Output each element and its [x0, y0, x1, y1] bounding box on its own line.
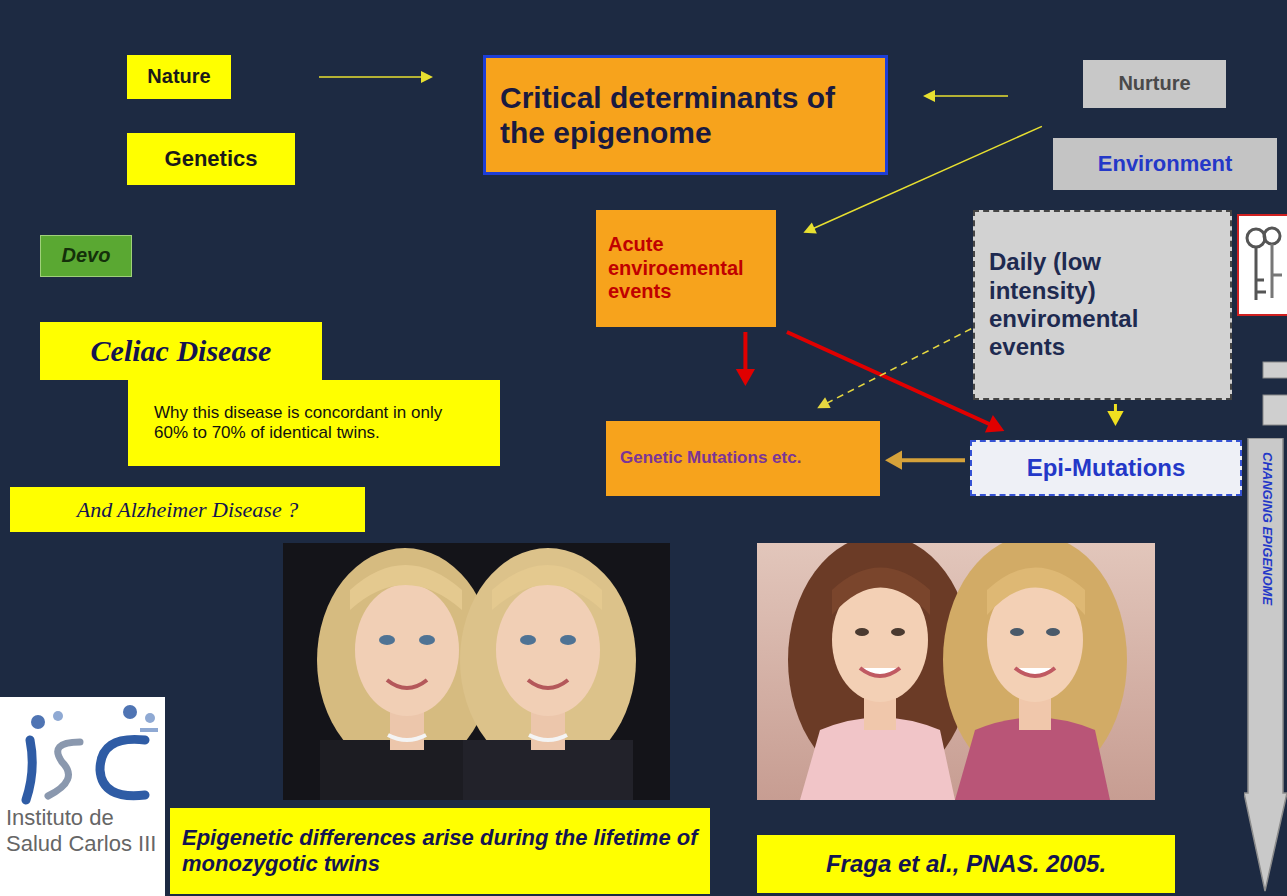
node-text: Daily (low intensity) enviromental event… [989, 248, 1204, 361]
event-box: Acute enviroemental events [596, 210, 776, 327]
arrow-label: CHANGING EPIGENOME [1259, 452, 1275, 605]
illustration-part [355, 584, 459, 716]
illustration-part [855, 628, 869, 636]
mutation-box: Genetic Mutations etc. [606, 421, 880, 496]
note-box: Why this disease is concordant in only 6… [128, 380, 500, 466]
node-text: Acute enviroemental events [608, 233, 764, 304]
illustration-part [140, 728, 158, 732]
illustration-part [379, 635, 395, 645]
connector-line [319, 76, 423, 78]
arrow-head [985, 415, 1004, 432]
node-text: Why this disease is concordant in only 6… [154, 403, 474, 443]
illustration-part [1247, 229, 1265, 247]
node-text: Nurture [1118, 72, 1190, 96]
illustration-part [419, 635, 435, 645]
arrow-head [803, 222, 816, 233]
node-text: Genetics [165, 146, 258, 172]
illustration-part [387, 680, 427, 688]
event-box: Daily (low intensity) enviromental event… [973, 210, 1232, 400]
connector-line [826, 329, 971, 404]
illustration-part [860, 668, 900, 676]
connector [787, 332, 1004, 433]
illustration-part [492, 565, 602, 610]
arrow-head [421, 71, 433, 83]
mutation-box: Epi-Mutations [970, 440, 1242, 496]
disease-heading: Celiac Disease [40, 322, 322, 380]
illustration-part [145, 713, 155, 723]
genetics-box: Nature [127, 55, 231, 99]
illustration-part [1046, 628, 1060, 636]
illustration-part [560, 635, 576, 645]
illustration-part [53, 711, 63, 721]
connector [736, 332, 755, 386]
illustration-part [1272, 244, 1282, 298]
connector-line [899, 458, 965, 462]
reference-box: Fraga et al., PNAS. 2005. [757, 835, 1175, 893]
illustration-part [520, 635, 536, 645]
connector [923, 90, 1008, 102]
arrow-head [923, 90, 935, 102]
environment-box: Nurture [1083, 60, 1226, 108]
connector-line [743, 332, 747, 372]
node-text: And Alzheimer Disease ? [77, 497, 298, 523]
arrow-outline [1244, 438, 1287, 891]
illustration-part [26, 740, 32, 800]
edge-tab [1263, 395, 1287, 425]
disease-question: And Alzheimer Disease ? [10, 487, 365, 532]
illustration-part [528, 680, 568, 688]
illustration-part [0, 697, 165, 896]
illustration-part [1238, 215, 1287, 315]
node-text: Genetic Mutations etc. [620, 448, 801, 468]
node-text: Celiac Disease [91, 333, 272, 368]
node-text: Fraga et al., PNAS. 2005. [826, 850, 1106, 878]
connector [885, 451, 965, 470]
illustration-part [1256, 247, 1266, 300]
illustration-part [100, 739, 145, 795]
arrow-head [736, 369, 755, 386]
illustration-part [31, 715, 45, 729]
institute-name: Instituto de Salud Carlos III [0, 697, 165, 896]
illustration-part [496, 584, 600, 716]
illustration-part [1264, 228, 1280, 244]
illustration-part [1010, 628, 1024, 636]
caption-box: Epigenetic differences arise during the … [170, 808, 710, 894]
connector [817, 329, 971, 408]
illustration-part [123, 705, 137, 719]
central-box: Critical determinants of the epigenome [483, 55, 888, 175]
node-text: Nature [147, 65, 210, 89]
institute-logo [0, 697, 165, 896]
illustration-part [48, 742, 80, 796]
devo-tag: Devo [40, 235, 132, 277]
illustration-part [529, 735, 567, 740]
illustration-part [460, 548, 636, 772]
arrow-head [885, 451, 902, 470]
node-text: Instituto de Salud Carlos III [6, 805, 159, 857]
environment-box: Environment [1053, 138, 1277, 190]
node-text: Epi-Mutations [1027, 454, 1186, 482]
genetics-box: Genetics [127, 133, 295, 185]
illustration-part [987, 568, 1085, 616]
node-text: Devo [62, 244, 111, 268]
illustration-part [891, 628, 905, 636]
connector-line [787, 332, 992, 425]
arrow-head [1107, 411, 1123, 426]
illustration-part [388, 735, 426, 740]
node-text: Epigenetic differences arise during the … [182, 825, 698, 877]
trend-arrow: CHANGING EPIGENOME [1244, 438, 1287, 893]
keys-icon [1238, 215, 1287, 315]
node-text: Environment [1098, 151, 1232, 177]
connector [1107, 404, 1123, 426]
illustration-part [832, 568, 930, 616]
illustration-part [350, 565, 462, 610]
edge-tab [1263, 362, 1287, 378]
connector-line [933, 95, 1008, 97]
illustration-part [1015, 668, 1055, 676]
twins-photo [283, 543, 670, 800]
connector [319, 71, 433, 83]
arrow-head [817, 397, 830, 408]
node-text: Critical determinants of the epigenome [500, 80, 871, 151]
twins-photo [757, 543, 1155, 800]
